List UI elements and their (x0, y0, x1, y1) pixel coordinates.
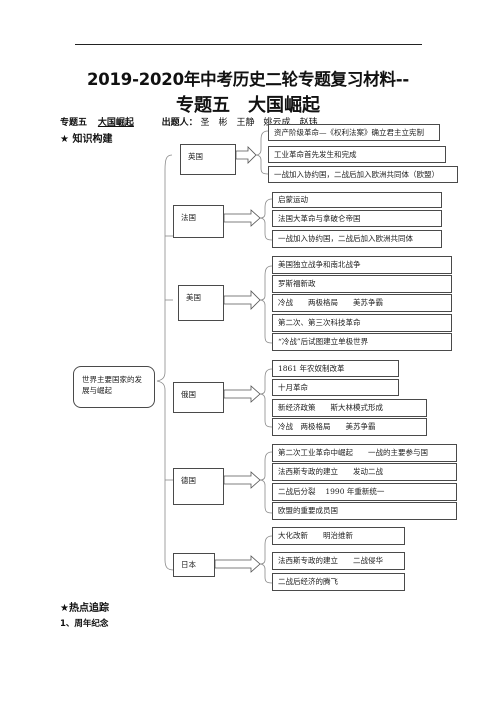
subsection-anniversary: 1、周年纪念 (60, 619, 109, 629)
item-russia-1: 1861 年农奴制改革 (272, 360, 399, 377)
item-britain-3: 一战加入协约国，二战后加入欧洲共同体（欧盟） (268, 166, 458, 183)
meta-topic-label: 专题五 (60, 118, 88, 128)
header-rule (75, 44, 422, 45)
country-label: 俄国 (181, 390, 196, 399)
country-usa: 美国 (178, 285, 224, 321)
item-germany-4: 欧盟的重要成员国 (272, 502, 457, 520)
item-britain-1: 资产阶级革命—《权利法案》确立君主立宪制 (268, 124, 440, 141)
item-france-2: 法国大革命与拿破仑帝国 (272, 210, 442, 227)
meta-line: 专题五 大国崛起 出题人： 圣 彬 王静 姚云成 赵玮 (60, 115, 318, 128)
country-label: 法国 (181, 213, 196, 222)
item-japan-1: 大化改新 明治维新 (272, 527, 405, 545)
item-usa-5: “冷战”后试图建立单极世界 (272, 333, 452, 351)
mindmap-root-label: 世界主要国家的发展与崛起 (82, 375, 142, 395)
item-france-3: 一战加入协约国，二战后加入欧洲共同体 (272, 230, 442, 248)
item-usa-1: 美国独立战争和南北战争 (272, 256, 452, 274)
section-knowledge-heading: ★ 知识构建 (60, 134, 113, 145)
country-japan: 日本 (173, 553, 215, 577)
item-russia-4: 冷战 两极格局 美苏争霸 (272, 418, 427, 436)
country-label: 德国 (181, 476, 196, 485)
item-france-1: 启蒙运动 (272, 192, 442, 208)
document-title: 2019-2020年中考历史二轮专题复习材料-- (86, 70, 410, 89)
item-russia-3: 新经济政策 斯大林模式形成 (272, 399, 427, 417)
country-russia: 俄国 (173, 382, 224, 413)
country-france: 法国 (173, 205, 224, 238)
item-britain-2: 工业革命首先发生和完成 (268, 146, 446, 163)
country-britain: 英国 (180, 144, 236, 175)
item-russia-2: 十月革命 (272, 379, 399, 396)
item-usa-4: 第二次、第三次科技革命 (272, 314, 452, 332)
mindmap-root: 世界主要国家的发展与崛起 (73, 366, 155, 408)
item-japan-3: 二战后经济的腾飞 (272, 573, 405, 591)
item-japan-2: 法西斯专政的建立 二战侵华 (272, 552, 405, 570)
country-label: 英国 (188, 152, 203, 161)
document-subtitle: 专题五 大国崛起 (176, 95, 320, 116)
item-usa-2: 罗斯福新政 (272, 275, 452, 293)
item-germany-3: 二战后分裂 1990 年重新统一 (272, 483, 457, 501)
item-usa-3: 冷战 两极格局 美苏争霸 (272, 294, 452, 312)
country-label: 日本 (181, 560, 196, 569)
item-germany-1: 第二次工业革命中崛起 一战的主要参与国 (272, 444, 457, 462)
meta-author-label: 出题人： (161, 118, 198, 128)
section-hot-heading: ★热点追踪 (60, 603, 109, 614)
country-germany: 德国 (173, 468, 224, 505)
meta-topic-value: 大国崛起 (97, 118, 134, 128)
meta-authors: 圣 彬 王静 姚云成 赵玮 (200, 118, 318, 128)
item-germany-2: 法西斯专政的建立 发动二战 (272, 463, 457, 481)
country-label: 美国 (186, 293, 201, 302)
